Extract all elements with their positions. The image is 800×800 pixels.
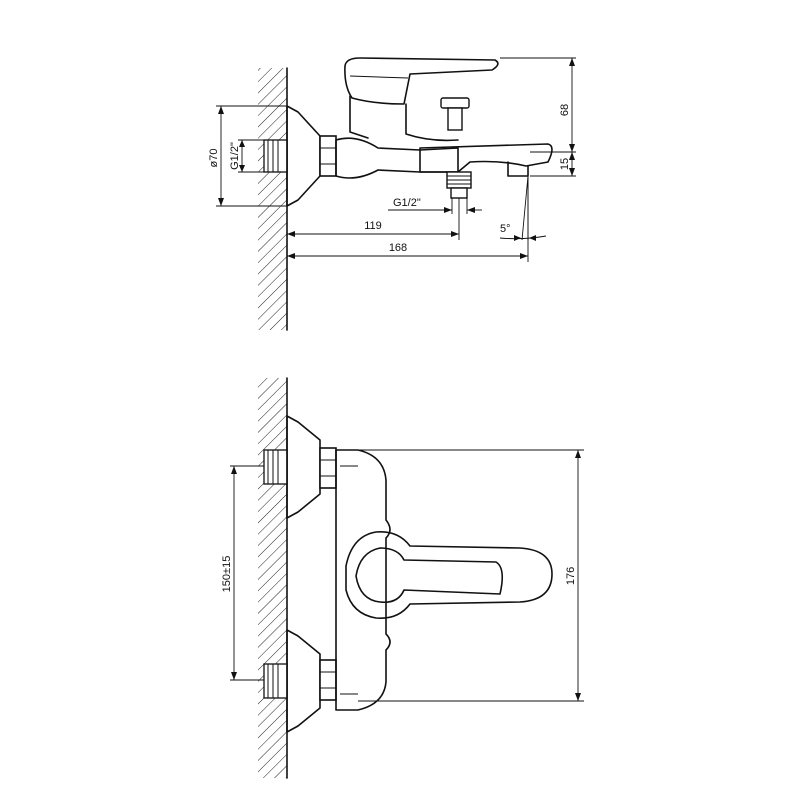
dimension-thread-inlet: G1/2": [229, 139, 264, 173]
dim-label-angle: 5°: [500, 223, 511, 235]
spout: [419, 143, 553, 173]
wall-flange: [286, 105, 321, 207]
wall-section-side: [258, 67, 288, 331]
wall-section-front: [258, 377, 288, 779]
dim-label-thread-outlet: G1/2": [393, 197, 421, 209]
dim-label-spacing: 150±15: [221, 556, 233, 593]
dimension-spacing: 150±15: [221, 465, 264, 681]
dimension-height-front: 176: [358, 449, 584, 702]
dimension-angle: 5°: [499, 175, 547, 241]
dimension-height-side: 68 15: [500, 57, 576, 177]
lever-handle: [344, 57, 499, 142]
eccentric-connector: [263, 139, 288, 173]
front-view: 150±15 176: [221, 377, 584, 779]
dim-label-176: 176: [565, 567, 577, 585]
outlet-thread: [446, 171, 472, 199]
upper-connector: [263, 415, 337, 519]
dimension-thread-outlet: G1/2": [388, 197, 482, 214]
mixer-body-front: [335, 449, 391, 711]
dim-label-119: 119: [364, 220, 382, 232]
dimension-total-length: 168: [286, 176, 529, 262]
dimension-diameter: ø70: [208, 105, 287, 207]
dim-label-68: 68: [559, 104, 571, 116]
dim-label-diameter: ø70: [208, 149, 220, 168]
lever-handle-front: [345, 530, 553, 620]
side-view: 68 15 ø70 G1/2": [208, 57, 576, 331]
hex-nut: [319, 135, 337, 177]
dimension-outlet-position: 119: [287, 198, 460, 240]
lower-connector: [263, 629, 337, 733]
diverter-knob: [440, 97, 470, 131]
dim-label-168: 168: [389, 242, 407, 254]
dim-label-15: 15: [559, 158, 571, 170]
dim-label-thread-inlet: G1/2": [229, 142, 241, 170]
